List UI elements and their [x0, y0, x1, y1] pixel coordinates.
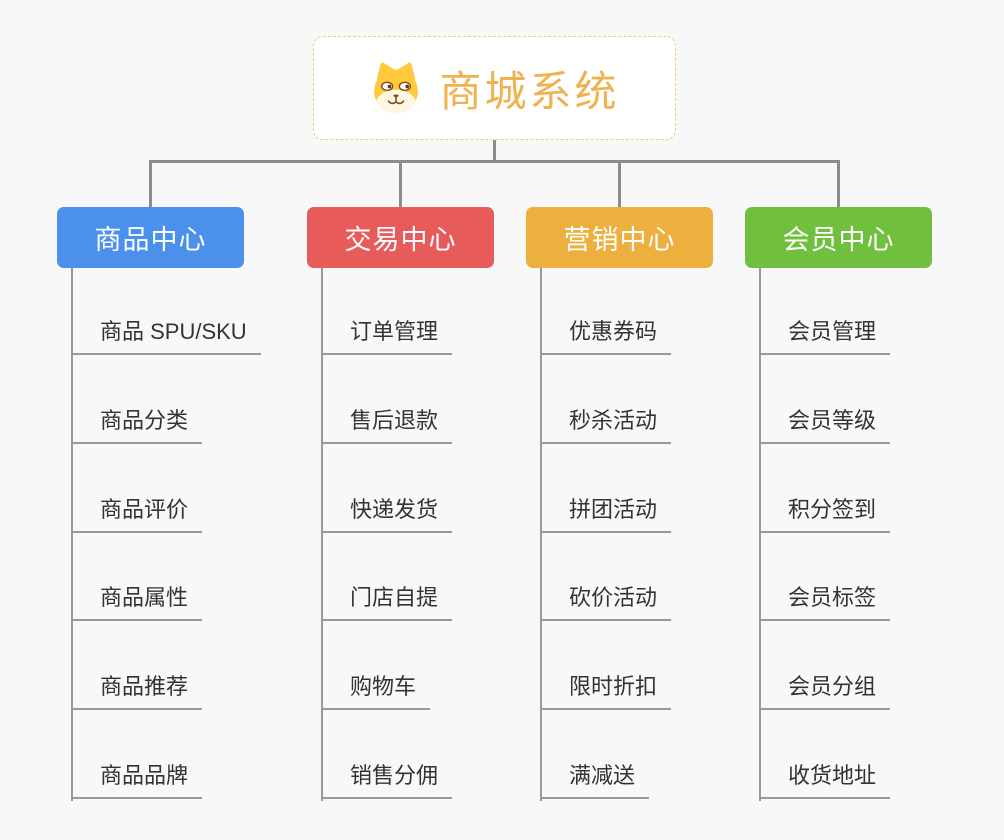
leaf-node[interactable]: 售后退款 [321, 406, 453, 444]
branch-node-trade-center[interactable]: 交易中心 [307, 207, 494, 268]
connector-trunk [149, 160, 840, 163]
leaf-node[interactable]: 商品品牌 [71, 761, 203, 799]
leaf-node[interactable]: 会员等级 [759, 406, 891, 444]
leaf-node[interactable]: 砍价活动 [540, 583, 672, 621]
connector-drop-1 [149, 160, 152, 207]
leaf-node[interactable]: 会员标签 [759, 583, 891, 621]
connector-drop-3 [618, 160, 621, 207]
leaf-node[interactable]: 会员管理 [759, 317, 891, 355]
connector-drop-4 [837, 160, 840, 207]
leaf-node[interactable]: 商品推荐 [71, 672, 203, 710]
branch-node-member-center[interactable]: 会员中心 [745, 207, 932, 268]
branch-trade-center: 交易中心 订单管理 售后退款 快递发货 门店自提 购物车 销售分佣 [307, 207, 567, 807]
branch-spine [71, 268, 73, 801]
leaf-node[interactable]: 快递发货 [321, 495, 453, 533]
branch-member-center: 会员中心 会员管理 会员等级 积分签到 会员标签 会员分组 收货地址 [745, 207, 1004, 807]
leaf-node[interactable]: 满减送 [540, 761, 650, 799]
leaf-node[interactable]: 订单管理 [321, 317, 453, 355]
shiba-dog-icon [374, 62, 419, 114]
connector-drop-2 [399, 160, 402, 207]
leaf-node[interactable]: 商品 SPU/SKU [71, 317, 261, 355]
branch-spine [321, 268, 323, 801]
root-node[interactable]: 商城系统 [313, 36, 676, 140]
leaf-node[interactable]: 拼团活动 [540, 495, 672, 533]
branch-marketing-center: 营销中心 优惠券码 秒杀活动 拼团活动 砍价活动 限时折扣 满减送 [526, 207, 786, 807]
leaf-node[interactable]: 会员分组 [759, 672, 891, 710]
branch-node-marketing-center[interactable]: 营销中心 [526, 207, 713, 268]
leaf-node[interactable]: 积分签到 [759, 495, 891, 533]
branch-product-center: 商品中心 商品 SPU/SKU 商品分类 商品评价 商品属性 商品推荐 商品品牌 [57, 207, 317, 807]
leaf-node[interactable]: 限时折扣 [540, 672, 672, 710]
root-title: 商城系统 [439, 67, 620, 115]
branch-spine [759, 268, 761, 801]
connector-root-stub [493, 140, 496, 162]
leaf-node[interactable]: 收货地址 [759, 761, 891, 799]
leaf-node[interactable]: 商品评价 [71, 495, 203, 533]
leaf-node[interactable]: 门店自提 [321, 583, 453, 621]
leaf-node[interactable]: 商品分类 [71, 406, 203, 444]
leaf-node[interactable]: 优惠券码 [540, 317, 672, 355]
leaf-node[interactable]: 销售分佣 [321, 761, 453, 799]
leaf-node[interactable]: 商品属性 [71, 583, 203, 621]
branch-spine [540, 268, 542, 801]
leaf-node[interactable]: 购物车 [321, 672, 431, 710]
branch-node-product-center[interactable]: 商品中心 [57, 207, 244, 268]
leaf-node[interactable]: 秒杀活动 [540, 406, 672, 444]
